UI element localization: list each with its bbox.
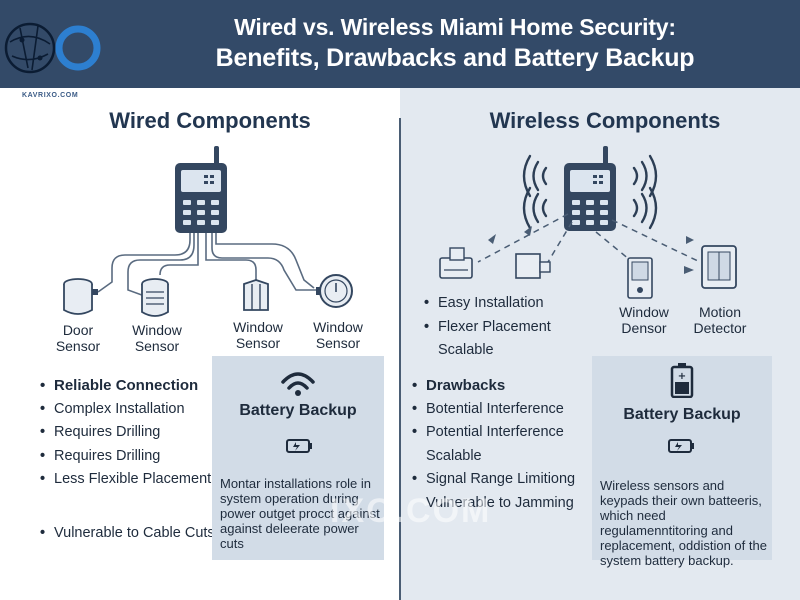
signal-arrows: [488, 226, 694, 274]
battery-plus-sign: +: [678, 371, 686, 382]
wireless-bullets-list: Drawbacks Botential Interference Potenti…: [412, 374, 575, 515]
list-item: Reliable Connection: [40, 374, 211, 398]
battery-icon: [286, 439, 312, 453]
title-line-1: Wired vs. Wireless Miami Home Security:: [234, 14, 676, 40]
sensor-label-line: Motion: [698, 304, 742, 320]
wireless-keypad-icon: [439, 247, 473, 279]
window-sensor-label-2: Window Sensor: [226, 319, 290, 351]
wireless-window-sensor-label: Window Densor: [612, 304, 676, 336]
title-line-2: Benefits, Drawbacks and Battery Backup: [215, 44, 695, 72]
divider: [399, 118, 401, 600]
header-banner: Wired vs. Wireless Miami Home Security: …: [0, 0, 800, 88]
wireless-battery-box: + Battery Backup Wireless sensors and ke…: [592, 356, 772, 568]
wireless-control-panel-icon: [564, 146, 616, 231]
sensor-label-line: Window: [132, 322, 182, 338]
wireless-window-sensor-icon: [627, 257, 653, 299]
battery-icon: [668, 439, 694, 453]
wireless-signal-lines: [477, 213, 701, 263]
list-item: Scalable: [426, 447, 482, 464]
wifi-icon: [281, 372, 315, 396]
wireless-door-sensor-icon: [515, 253, 551, 279]
door-sensor-icon: [63, 278, 98, 315]
list-item: Scalable: [438, 342, 494, 358]
list-item: Requires Drilling: [40, 445, 211, 469]
battery-backup-text: Montar installations role in system oper…: [220, 476, 380, 551]
page-title: Wired vs. Wireless Miami Home Security: …: [110, 12, 800, 74]
list-item: Signal Range Limitiong: [412, 468, 575, 492]
window-sensor-icon-3: [316, 274, 353, 308]
list-item: Potential Interference: [412, 421, 575, 445]
wired-control-panel-icon: [175, 146, 227, 233]
list-item: Complex Installation: [40, 398, 211, 422]
window-sensor-icon-2: [243, 279, 269, 311]
sensor-label-line: Detector: [693, 320, 747, 336]
wired-cables: [97, 232, 318, 299]
door-sensor-label: Door Sensor: [50, 322, 106, 354]
wireless-title: Wireless Components: [489, 108, 721, 133]
sensor-label-line: Sensor: [315, 335, 361, 351]
brand-label: KAVRIXO.COM: [22, 92, 79, 99]
list-item: Drawbacks: [412, 374, 575, 398]
battery-backup-title: Battery Backup: [239, 402, 357, 419]
wired-battery-box: Battery Backup Montar installations role…: [212, 356, 384, 560]
sensor-label-line: Sensor: [235, 335, 281, 351]
window-sensor-icon-1: [141, 278, 169, 317]
list-item: Easy Installation: [424, 292, 551, 316]
wireless-benefits-list: Easy Installation Flexer Placement Scala…: [424, 292, 551, 363]
list-item: Less Flexible Placement: [40, 468, 211, 492]
sensor-label-line: Sensor: [134, 338, 180, 354]
battery-backup-text: Wireless sensors and keypads their own b…: [600, 478, 767, 568]
battery-backup-title: Battery Backup: [623, 406, 741, 423]
list-item: Vulnerable to Cable Cuts: [40, 522, 215, 546]
window-sensor-label-1: Window Sensor: [125, 322, 189, 354]
sensor-label-line: Sensor: [55, 338, 101, 354]
signal-waves-icon: [522, 154, 658, 230]
window-sensor-label-3: Window Sensor: [306, 319, 370, 351]
watermark: IXO.COM: [330, 492, 492, 530]
sensor-label-line: Door: [62, 322, 94, 338]
list-item: Botential Interference: [412, 398, 575, 422]
list-item: Requires Drilling: [40, 421, 211, 445]
wired-bullets-list: Reliable Connection Complex Installation…: [40, 374, 211, 492]
list-item: Vulnerable to Jamming: [426, 494, 574, 511]
list-item: Flexer Placement: [424, 316, 551, 340]
motion-detector-label: Motion Detector: [688, 304, 752, 336]
wired-title: Wired Components: [109, 108, 311, 133]
sensor-label-line: Window: [313, 319, 363, 335]
sensor-label-line: Window: [619, 304, 669, 320]
component-diagram: [63, 146, 737, 317]
sensor-label-line: Window: [233, 319, 283, 335]
wired-extra-bullet: Vulnerable to Cable Cuts: [40, 522, 215, 546]
sensor-label-line: Densor: [621, 320, 667, 336]
battery-vertical-icon: +: [670, 363, 694, 398]
motion-detector-icon: [701, 245, 737, 289]
logo-icon: [4, 22, 101, 74]
